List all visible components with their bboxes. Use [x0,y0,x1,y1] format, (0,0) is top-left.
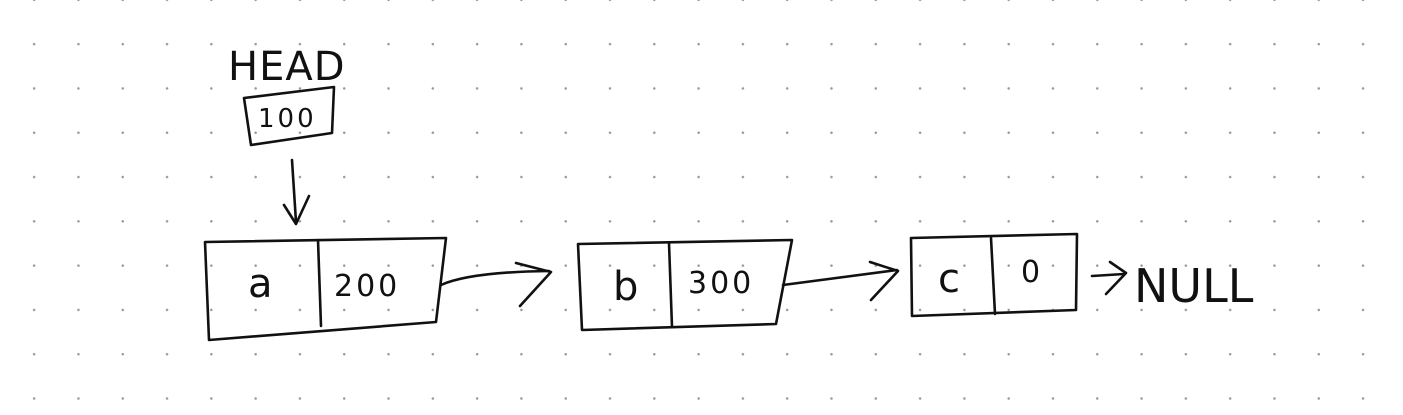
node-b-box [576,238,794,332]
node-c-box [909,232,1079,318]
arrow-c-to-null-head [1104,260,1128,296]
arrow-b-to-c [781,260,900,302]
node-a-data: a [248,261,273,307]
head-address-box [242,85,336,147]
node-a-box [203,236,448,342]
node-a-divider [316,238,323,328]
arrow-a-to-b [439,261,553,308]
head-pointer: HEAD 100 [228,44,346,226]
node-b-divider [667,241,674,329]
arrow-b-to-c-shaft [781,268,899,287]
node-b-data: b [613,264,638,310]
node-a: a 200 [203,236,448,342]
node-c: c 0 [909,232,1079,318]
node-b: b 300 [576,238,794,332]
null-label: NULL [1134,259,1254,313]
arrow-c-to-null-shaft [1090,272,1126,278]
arrow-b-to-c-head [868,260,900,302]
arrow-a-to-b-head [514,261,553,308]
node-c-data: c [938,256,960,302]
node-a-next: 200 [334,269,400,304]
head-arrow-shaft [290,158,298,224]
head-address: 100 [258,104,317,134]
node-c-next: 0 [1021,255,1043,290]
node-c-divider [989,236,997,316]
node-b-next: 300 [688,266,754,301]
head-arrow-head [282,194,311,226]
arrow-a-to-b-shaft [439,269,551,287]
head-label: HEAD [228,44,346,90]
arrow-c-to-null [1090,260,1128,296]
